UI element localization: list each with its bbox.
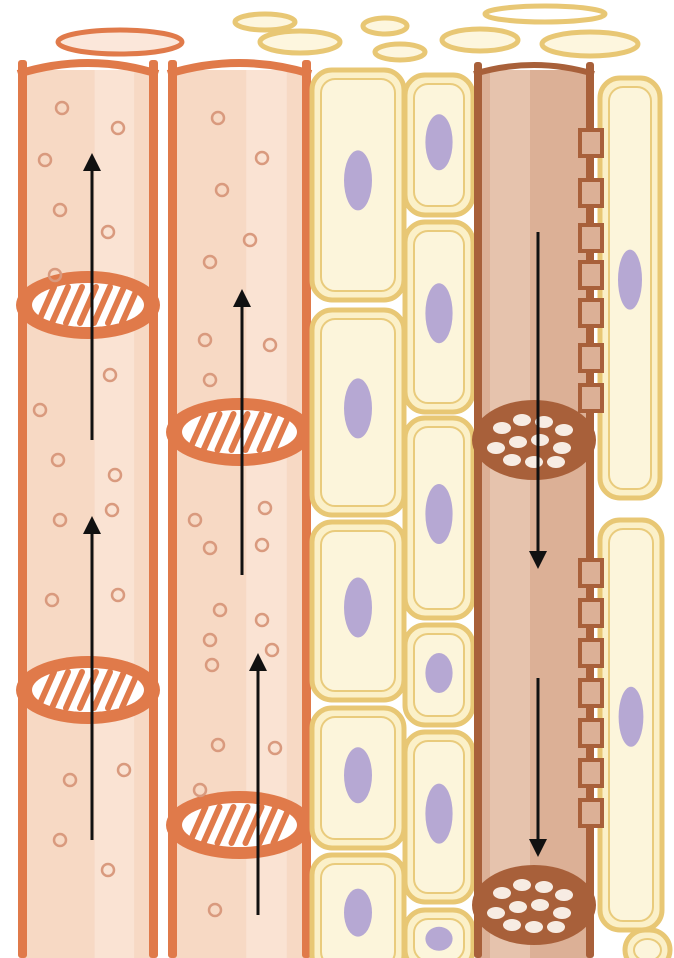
nucleus [618, 250, 642, 310]
parenchyma-cell-b1 [405, 75, 473, 215]
parenchyma-cytoplasm [634, 939, 661, 958]
plasmodesma-7 [580, 385, 602, 411]
top-cell-section-2 [260, 31, 340, 53]
sieve-pore-4 [555, 889, 573, 901]
sieve-pore-4 [555, 424, 573, 436]
sieve-pore-10 [525, 456, 543, 468]
sieve-pore-7 [531, 434, 549, 446]
sieve-pore-8 [553, 907, 571, 919]
top-cell-section-4 [363, 18, 407, 34]
nucleus [344, 889, 372, 937]
sieve-pore-10 [525, 921, 543, 933]
plasmodesma-5 [580, 300, 602, 326]
vessel-highlight [95, 70, 135, 958]
sieve-tube-wall-left [474, 62, 482, 958]
sieve-pore-3 [535, 881, 553, 893]
plasmodesma-2 [580, 180, 602, 206]
perforation-plate-2 [16, 656, 160, 724]
parenchyma-cell-a5 [312, 855, 404, 958]
parenchyma-cell-b2 [405, 222, 473, 412]
sieve-pore-1 [493, 422, 511, 434]
vessel-wall-left [18, 60, 27, 958]
sieve-pore-1 [493, 887, 511, 899]
top-cell-section-1 [58, 30, 182, 54]
sieve-pore-5 [487, 907, 505, 919]
nucleus [344, 150, 372, 210]
nucleus [425, 927, 452, 951]
sieve-pore-8 [553, 442, 571, 454]
companion-cell-2 [600, 520, 662, 930]
nucleus [344, 378, 372, 438]
companion-cell-1 [600, 78, 660, 498]
sieve-pore-7 [531, 899, 549, 911]
nucleus [425, 283, 452, 343]
parenchyma-cell-a3 [312, 522, 404, 700]
top-cell-section-6 [442, 29, 518, 51]
top-cell-section-8 [485, 6, 605, 22]
sieve-pore-5 [487, 442, 505, 454]
sieve-pore-9 [503, 454, 521, 466]
sieve-pore-11 [547, 921, 565, 933]
parenchyma-cell-a2 [312, 310, 404, 515]
plasmodesma-8 [580, 560, 602, 586]
parenchyma-cell-b4 [405, 625, 473, 725]
sieve-pore-2 [513, 879, 531, 891]
plasmodesma-14 [580, 800, 602, 826]
sieve-pore-6 [509, 901, 527, 913]
plasmodesma-4 [580, 262, 602, 288]
nucleus [344, 747, 372, 803]
phloem-sieve-tube [472, 62, 596, 958]
plasmodesma-12 [580, 720, 602, 746]
top-cross-section [58, 6, 638, 60]
companion-cell-3 [625, 930, 670, 958]
perforation-plate-1 [166, 398, 313, 466]
xylem-vessel-middle [166, 60, 313, 958]
plasmodesma-11 [580, 680, 602, 706]
parenchyma-cell-a4 [312, 708, 404, 848]
nucleus [619, 687, 644, 747]
plasmodesma-6 [580, 345, 602, 371]
nucleus [425, 784, 452, 844]
vessel-wall-right [149, 60, 158, 958]
parenchyma-cell-b3 [405, 418, 473, 618]
nucleus [425, 653, 452, 693]
top-cell-section-5 [375, 44, 425, 60]
parenchyma-cell-b5 [405, 732, 473, 902]
top-cell-section-3 [235, 14, 295, 30]
nucleus [425, 484, 452, 544]
plasmodesma-10 [580, 640, 602, 666]
plasmodesma-13 [580, 760, 602, 786]
xylem-vessel-left [16, 60, 160, 958]
plasmodesma-9 [580, 600, 602, 626]
sieve-plate-2 [472, 865, 596, 945]
nucleus [344, 577, 372, 637]
perforation-plate-2 [166, 791, 313, 859]
top-cell-section-7 [542, 32, 638, 56]
sieve-pore-2 [513, 414, 531, 426]
sieve-tube-highlight [490, 70, 530, 958]
plasmodesma-3 [580, 225, 602, 251]
plasmodesma-1 [580, 130, 602, 156]
sieve-pore-11 [547, 456, 565, 468]
sieve-plate-1 [472, 400, 596, 480]
sieve-pore-9 [503, 919, 521, 931]
perforation-plate-1 [16, 271, 160, 339]
sieve-pore-6 [509, 436, 527, 448]
nucleus [425, 114, 452, 170]
parenchyma-cell-a1 [312, 70, 404, 300]
parenchyma-cell-b6 [405, 910, 473, 958]
